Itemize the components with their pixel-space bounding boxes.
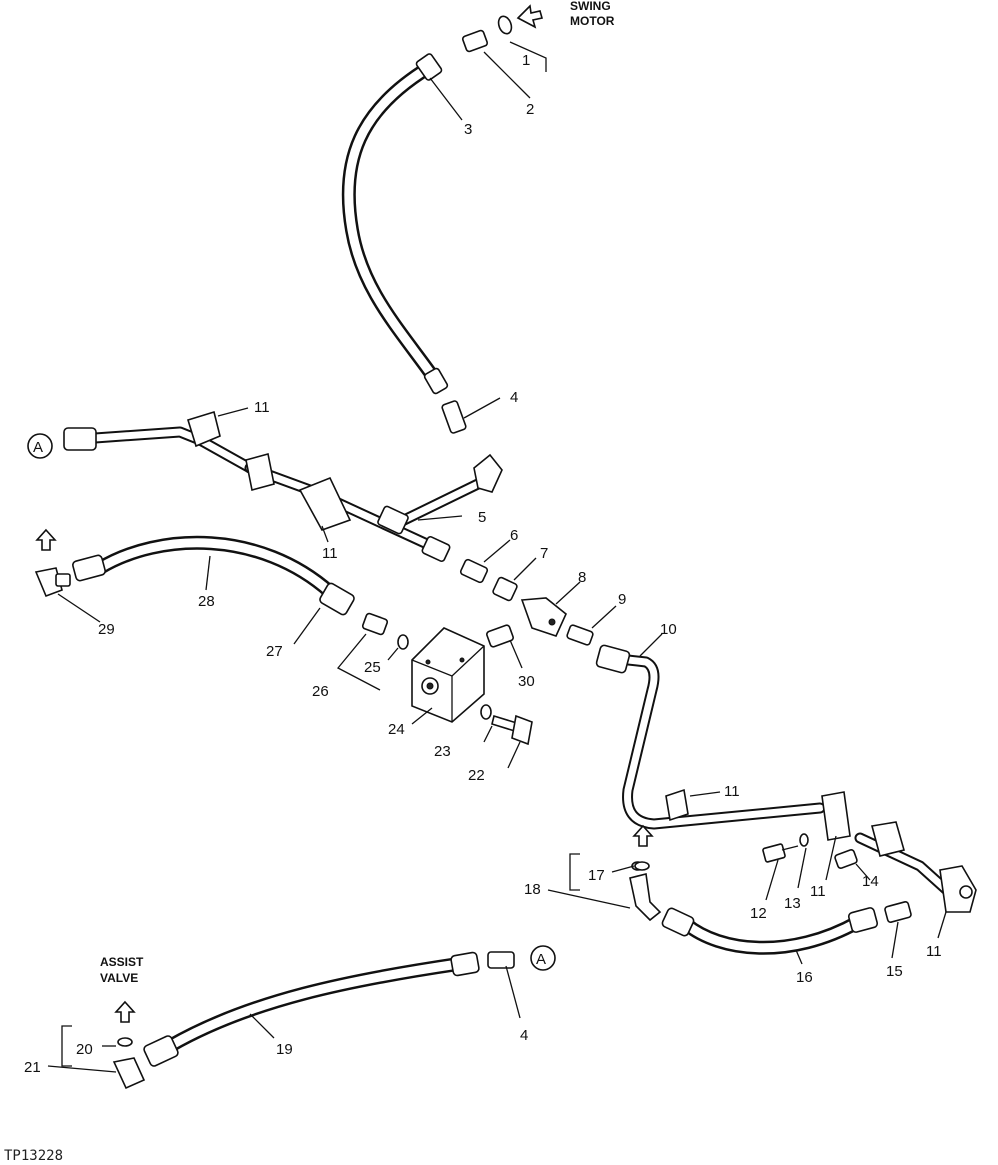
swing-motor-caption: SWING	[570, 0, 611, 13]
callout-3: 3	[464, 121, 472, 138]
o-ring-17	[634, 861, 650, 871]
fitting-9	[566, 624, 594, 646]
callout-21: 21	[24, 1059, 41, 1076]
callout-22: 22	[468, 767, 485, 784]
callout-8: 8	[578, 569, 586, 586]
fitting-4-upper	[441, 400, 467, 434]
fitting-2	[461, 15, 513, 53]
fitting-15	[884, 901, 912, 923]
arrow-to-swing-motor-icon	[516, 4, 544, 29]
callout-11-b: 11	[322, 545, 338, 562]
assist-valve-caption: ASSIST	[100, 955, 144, 969]
o-ring-20	[117, 1037, 133, 1047]
elbow-18	[629, 861, 662, 922]
callout-9: 9	[618, 591, 626, 608]
hose-28	[72, 535, 355, 616]
callout-15: 15	[886, 963, 903, 980]
arrow-up-icon-17	[632, 824, 654, 847]
callout-29: 29	[98, 621, 115, 638]
screw-12	[762, 843, 799, 863]
callout-11-d: 11	[810, 883, 826, 900]
callout-6: 6	[510, 527, 518, 544]
callout-25: 25	[364, 659, 381, 676]
tube-10	[595, 644, 977, 913]
arrow-up-icon-29	[35, 528, 57, 551]
tee-8	[520, 597, 567, 637]
callout-27: 27	[266, 643, 283, 660]
elbow-21	[112, 1057, 146, 1090]
fitting-6	[459, 558, 489, 584]
callout-16: 16	[796, 969, 813, 986]
bolt-22	[491, 714, 533, 746]
callout-1: 1	[522, 52, 530, 69]
hose-16	[661, 907, 879, 955]
hose-19	[143, 951, 480, 1067]
tube-assembly-upper	[63, 410, 503, 563]
connector-a-marker-left: A	[27, 433, 53, 459]
callout-4-lower: 4	[520, 1027, 528, 1044]
callout-30: 30	[518, 673, 535, 690]
figure-reference: TP13228	[4, 1148, 63, 1164]
hose-3	[341, 53, 449, 395]
arrow-up-icon-assist	[114, 1000, 136, 1023]
callout-4-upper: 4	[510, 389, 518, 406]
washer-23	[480, 704, 492, 720]
callout-24: 24	[388, 721, 405, 738]
callout-5: 5	[478, 509, 486, 526]
washer-13	[799, 833, 809, 847]
svg-text:A: A	[536, 951, 546, 968]
callout-13: 13	[784, 895, 801, 912]
callout-11-e: 11	[926, 943, 942, 960]
leader-lines	[47, 41, 947, 1073]
callout-23: 23	[434, 743, 451, 760]
fitting-7	[492, 576, 518, 602]
callout-14: 14	[862, 873, 879, 890]
callout-28: 28	[198, 593, 215, 610]
callout-20: 20	[76, 1041, 93, 1058]
elbow-29	[34, 567, 71, 598]
o-ring-25	[397, 634, 409, 650]
connector-a-marker-right: A	[530, 945, 556, 971]
fitting-14	[834, 849, 858, 869]
callout-10: 10	[660, 621, 677, 638]
fitting-4-lower	[487, 951, 515, 969]
swing-motor-caption-2: MOTOR	[570, 14, 615, 28]
callout-2: 2	[526, 101, 534, 118]
callout-12: 12	[750, 905, 767, 922]
callout-18: 18	[524, 881, 541, 898]
callout-11-c: 11	[724, 783, 740, 800]
callout-17: 17	[588, 867, 605, 884]
svg-text:A: A	[33, 439, 43, 456]
valve-block-24	[411, 627, 485, 723]
fitting-26	[361, 612, 389, 636]
callout-26: 26	[312, 683, 329, 700]
fitting-30	[486, 624, 514, 648]
callout-19: 19	[276, 1041, 293, 1058]
callout-7: 7	[540, 545, 548, 562]
assist-valve-caption-2: VALVE	[100, 971, 138, 985]
callout-11-a: 11	[254, 399, 270, 416]
